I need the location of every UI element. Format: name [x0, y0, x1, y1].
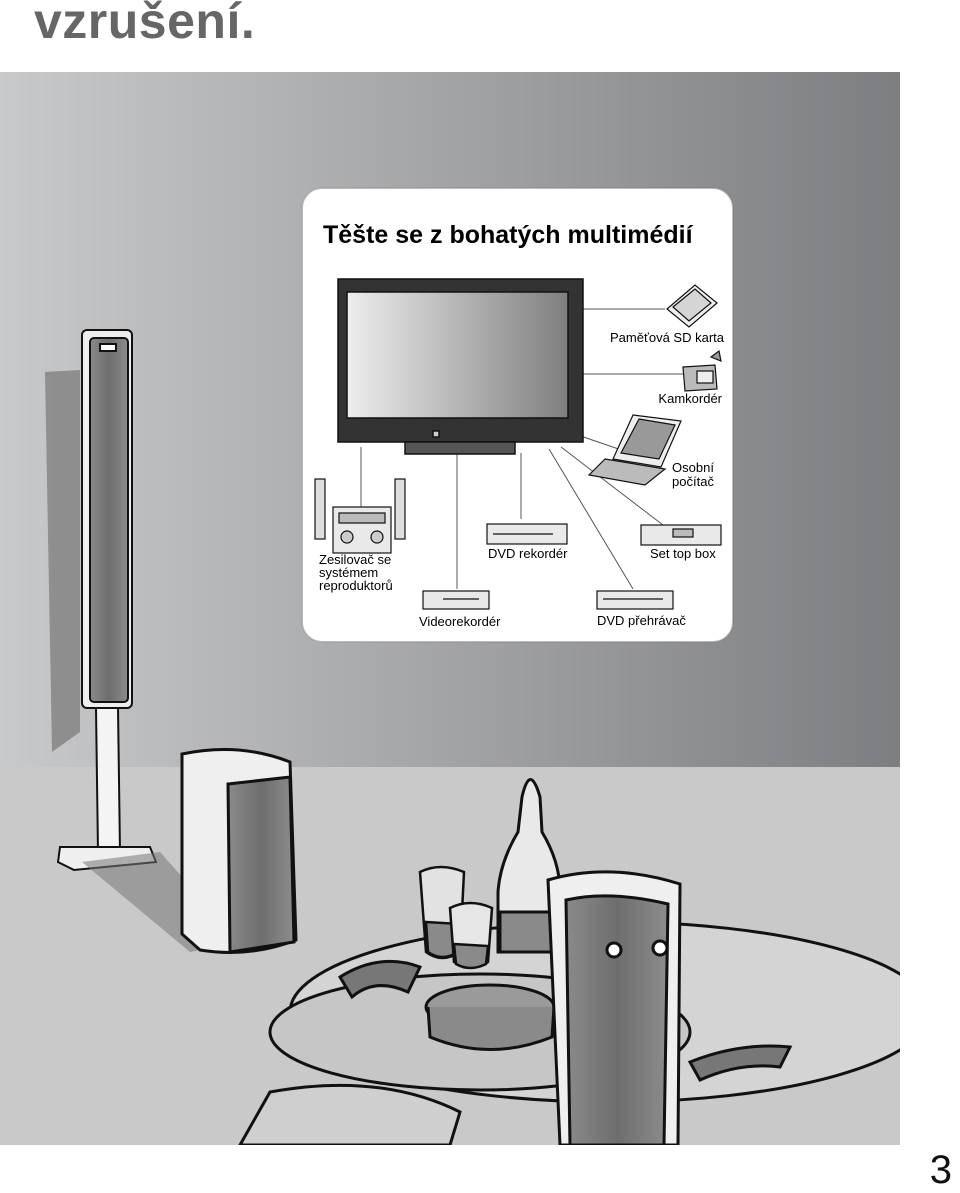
pc-label-line2: počítač	[672, 474, 714, 489]
callout-box: Těšte se z bohatých multimédií	[302, 188, 733, 642]
pc-label-line1: Osobní	[672, 460, 714, 475]
tv-icon	[337, 278, 584, 455]
small-speaker	[546, 870, 682, 1145]
amplifier-icon	[314, 478, 406, 554]
dvd-player-label: DVD přehrávač	[597, 613, 686, 628]
dvd-recorder-label: DVD rekordér	[488, 546, 568, 561]
sd-card-icon	[666, 284, 718, 328]
vcr-icon	[422, 590, 490, 610]
subwoofer	[180, 748, 298, 954]
camcorder-icon	[682, 349, 722, 392]
amp-label-line1: Zesilovač se	[319, 552, 392, 567]
amp-label-line3: reproduktorů	[319, 578, 393, 593]
sd-card-label: Paměťová SD karta	[610, 330, 724, 345]
page-number: 3	[929, 1148, 952, 1192]
camcorder-label: Kamkordér	[658, 391, 722, 406]
set-top-box-label: Set top box	[650, 546, 716, 561]
laptop-icon	[587, 414, 682, 486]
bottle	[496, 778, 562, 954]
bowl	[424, 983, 556, 1051]
glasses	[418, 865, 494, 970]
dvd-player-icon	[596, 590, 674, 610]
callout-title: Těšte se z bohatých multimédií	[323, 221, 693, 249]
amp-label-line2: systémem	[319, 565, 379, 580]
tall-speaker	[45, 329, 158, 872]
page-heading-fragment: vzrušení.	[34, 0, 256, 49]
vcr-label: Videorekordér	[419, 614, 501, 629]
set-top-box-icon	[640, 524, 722, 546]
dvd-recorder-icon	[486, 523, 568, 545]
connection-diagram	[314, 278, 722, 610]
